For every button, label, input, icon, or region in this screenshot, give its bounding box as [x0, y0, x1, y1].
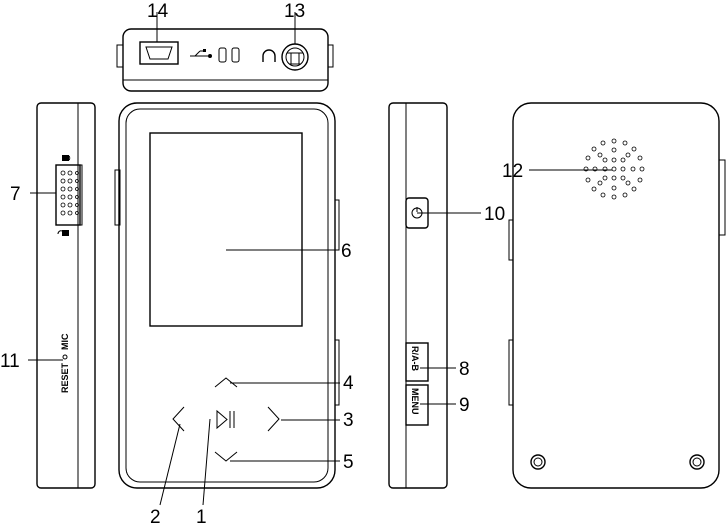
indicator-slot-icon: [231, 47, 240, 63]
prev-button-icon[interactable]: [172, 406, 185, 432]
screw-icon: [689, 454, 705, 470]
left-side-view: RESET MIC: [36, 102, 96, 489]
ab-button-label: R/A-B: [410, 346, 420, 371]
back-view: [508, 102, 726, 489]
callout-1: 1: [196, 507, 207, 525]
display-screen: [149, 132, 303, 327]
callout-11: 11: [0, 351, 20, 372]
callout-10: 10: [484, 204, 505, 225]
ab-button[interactable]: R/A-B: [405, 342, 429, 382]
next-button-icon[interactable]: [267, 406, 280, 432]
headphone-symbol-icon: [262, 49, 276, 62]
menu-button[interactable]: MENU: [405, 384, 429, 426]
usb-symbol-icon: [190, 49, 212, 58]
screw-icon: [530, 454, 546, 470]
lock-open-icon: [57, 230, 69, 236]
lock-closed-icon: [62, 155, 71, 161]
callout-14: 14: [147, 1, 169, 22]
speaker-grille-icon: [583, 138, 645, 200]
callout-5: 5: [343, 452, 354, 473]
callout-7: 7: [10, 184, 21, 205]
leader-lines: [28, 12, 612, 506]
hold-switch[interactable]: [55, 164, 81, 226]
reset-label: RESET: [60, 362, 70, 393]
top-view: [116, 28, 334, 92]
headphone-jack-icon: [281, 43, 309, 71]
right-side-view: R/A-B MENU: [388, 102, 448, 489]
down-button-icon[interactable]: [214, 451, 238, 462]
front-view: [114, 102, 340, 489]
up-button-icon[interactable]: [214, 377, 238, 388]
callout-3: 3: [343, 410, 354, 431]
indicator-slot-icon: [218, 47, 227, 63]
reset-hole-icon[interactable]: [62, 354, 68, 360]
callout-2: 2: [150, 507, 161, 525]
callout-6: 6: [341, 241, 352, 262]
callout-4: 4: [343, 373, 354, 394]
menu-button-label: MENU: [410, 388, 420, 415]
callout-13: 13: [284, 1, 305, 22]
mic-label: MIC: [60, 333, 70, 350]
callout-9: 9: [459, 395, 470, 416]
callout-8: 8: [459, 359, 470, 380]
usb-port-icon: [139, 41, 179, 65]
play-pause-button-icon[interactable]: [216, 409, 235, 430]
callout-12: 12: [502, 161, 523, 182]
